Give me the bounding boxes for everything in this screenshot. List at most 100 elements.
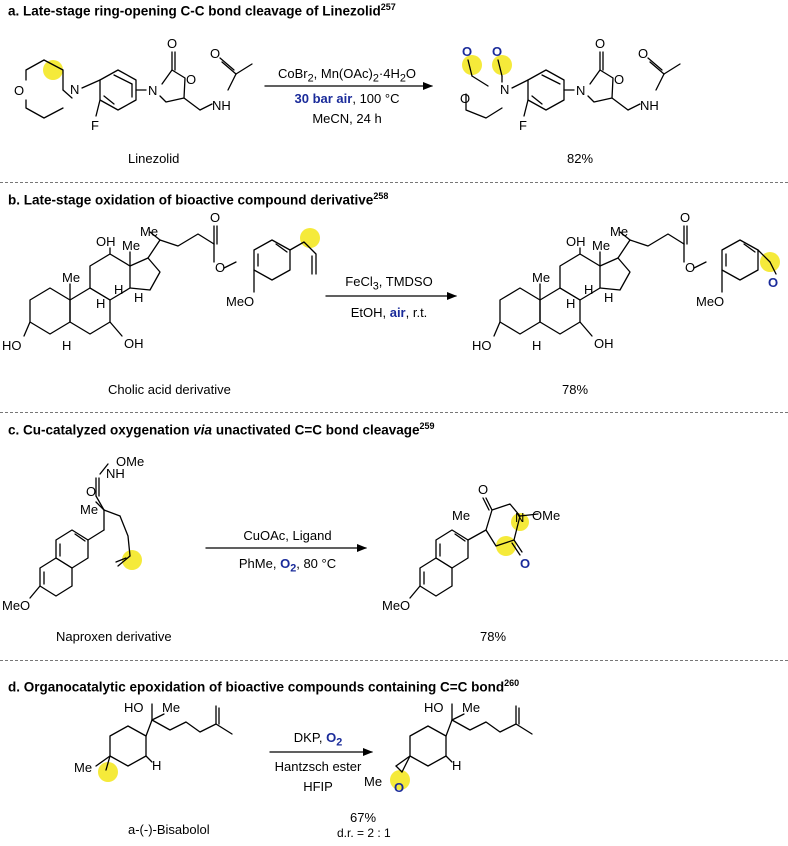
atom-O: O [595,36,605,51]
cholic-acid-product-structure [493,225,780,337]
atom-O: O [685,260,695,275]
highlight-circle [496,536,516,556]
atom-O-new: O [768,275,778,290]
highlight-circle [390,770,410,790]
conditions-a-line2: 30 bar air, 100 °C [294,90,400,106]
yield-b: 78% [562,382,589,397]
atom-OH: OH [566,234,586,249]
highlight-circle [462,55,482,75]
atom-HO: HO [124,700,144,715]
naproxen-product-atom-labels: O N OMe Me O MeO [382,482,560,613]
naproxen-atom-labels: OMe NH O Me MeO [2,454,144,613]
atom-O: O [215,260,225,275]
section-c-title: c. Cu-catalyzed oxygenation via unactiva… [8,421,435,438]
conditions-c-line1: CuOAc, Ligand [243,528,332,543]
highlight-circle [492,55,512,75]
atom-N: N [500,82,509,97]
linezolid-product-atom-labels: O O O N F N O O NH O [460,36,659,133]
atom-OH: OH [124,336,144,351]
atom-NH: NH [212,98,231,113]
atom-O: O [460,91,470,106]
bisabolol-product-atom-labels: HO Me H Me O [364,700,480,795]
atom-N: N [576,83,585,98]
yield-d: 67% [350,810,377,825]
atom-Me: Me [140,224,158,239]
atom-MeO: MeO [226,294,254,309]
atom-Me: Me [462,700,480,715]
atom-Me: Me [80,502,98,517]
substrate-label-c: Naproxen derivative [56,629,172,644]
naproxen-structure [29,463,142,599]
bisabolol-structure [95,703,233,782]
conditions-a-line1: CoBr2, Mn(OAc)2·4H2O [277,66,417,85]
atom-MeO: MeO [382,598,410,613]
atom-H: H [604,290,613,305]
atom-N: N [515,510,524,525]
atom-O: O [614,72,624,87]
atom-NH: NH [640,98,659,113]
bisabolol-product-structure [390,703,533,790]
conditions-b-line2: EtOH, air, r.t. [350,304,428,320]
highlight-circle [43,60,63,80]
conditions-d: DKP, O2 Hantzsch ester HFIP [268,728,368,797]
atom-N: N [148,83,157,98]
atom-N: N [70,82,79,97]
separator-b-c [0,412,788,413]
conditions-a: CoBr2, Mn(OAc)2·4H2O 30 bar air, 100 °C … [262,64,432,129]
atom-OMe: OMe [116,454,144,469]
conditions-d-line2: Hantzsch ester [274,758,362,774]
highlight-circle [122,550,142,570]
linezolid-atom-labels: O N F N O O NH O [14,36,231,133]
atom-HO: HO [2,338,22,353]
atom-H: H [152,758,161,773]
atom-O: O [210,46,220,61]
section-b-title: b. Late-stage oxidation of bioactive com… [8,191,389,208]
atom-O-new: O [394,780,404,795]
substrate-label-d: a-(-)-Bisabolol [128,822,210,837]
atom-O: O [680,210,690,225]
section-d-title: d. Organocatalytic epoxidation of bioact… [8,678,520,695]
atom-O: O [210,210,220,225]
highlight-circle [300,228,320,248]
atom-O: O [86,484,96,499]
conditions-d-line1: DKP, O2 [293,730,343,749]
atom-HO: HO [424,700,444,715]
linezolid-product-structure [462,51,681,119]
atom-OH: OH [96,234,116,249]
highlight-circle [511,513,529,531]
atom-OMe: OMe [532,508,560,523]
atom-Me: Me [592,238,610,253]
naproxen-product-structure [409,497,539,599]
atom-H: H [532,338,541,353]
yield-c: 78% [480,629,507,644]
atom-H: H [566,296,575,311]
atom-MeO: MeO [696,294,724,309]
separator-a-b [0,182,788,183]
atom-Me: Me [452,508,470,523]
conditions-c-line2: PhMe, O2, 80 °C [238,556,337,575]
highlight-circle [98,762,118,782]
atom-O: O [478,482,488,497]
yield-a: 82% [567,151,594,166]
atom-H: H [114,282,123,297]
conditions-d-line3: HFIP [303,778,333,794]
cholic-acid-atom-labels: OH Me Me Me H H H H HO OH O O MeO [2,210,254,353]
conditions-b: FeCl3, TMDSO EtOH, air, r.t. [324,272,454,323]
atom-HO: HO [472,338,492,353]
atom-O: O [14,83,24,98]
atom-O-new: O [492,44,502,59]
atom-MeO: MeO [2,598,30,613]
section-a-title: a. Late-stage ring-opening C-C bond clea… [8,2,396,19]
atom-O-new: O [462,44,472,59]
atom-NH: NH [106,466,125,481]
substrate-label-b: Cholic acid derivative [108,382,231,397]
atom-H: H [452,758,461,773]
conditions-a-line3: MeCN, 24 h [312,110,382,126]
atom-H: H [584,282,593,297]
atom-Me: Me [122,238,140,253]
conditions-c: CuOAc, Ligand PhMe, O2, 80 °C [210,526,365,579]
atom-F: F [519,118,527,133]
atom-Me: Me [532,270,550,285]
atom-F: F [91,118,99,133]
